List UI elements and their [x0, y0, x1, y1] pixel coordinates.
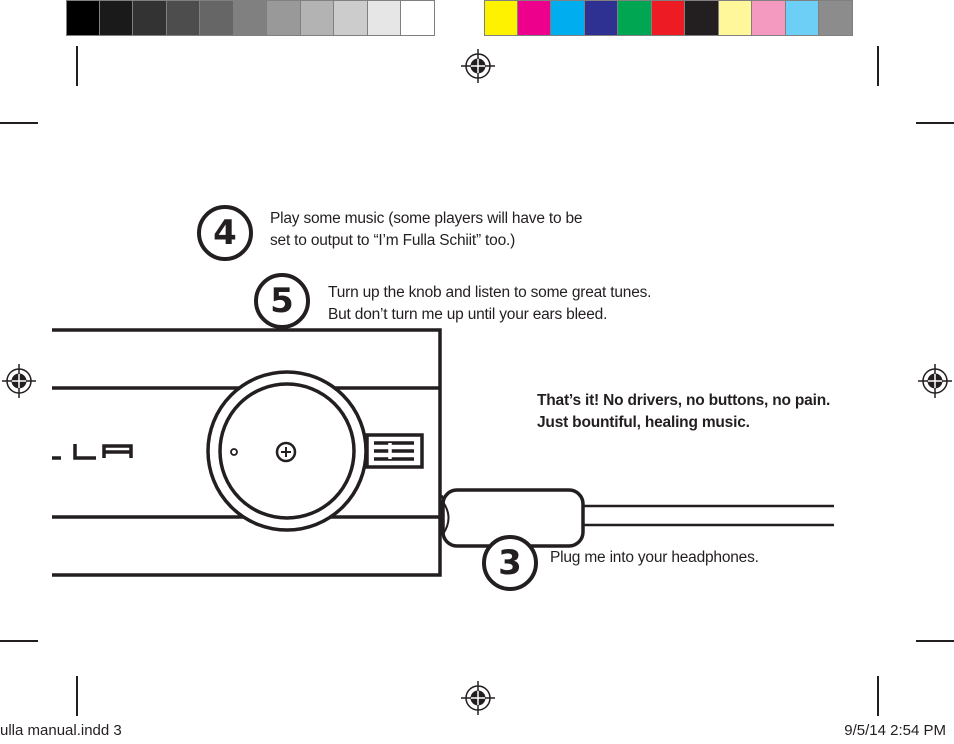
process-swatch-1: [484, 0, 518, 36]
gray-swatch-10: [367, 0, 401, 36]
gray-swatch-5: [200, 0, 234, 36]
headphone-cable: [582, 504, 834, 527]
crop-mark-bottom-right-horizontal: [916, 640, 954, 642]
gray-swatch-4: [166, 0, 200, 36]
process-swatch-11: [819, 0, 853, 36]
process-swatch-2: [517, 0, 551, 36]
process-swatch-8: [718, 0, 752, 36]
process-color-bar: [484, 0, 853, 38]
gray-swatch-9: [334, 0, 368, 36]
crop-mark-top-left-vertical: [76, 46, 78, 86]
grayscale-color-bar: [66, 0, 435, 38]
process-swatch-6: [651, 0, 685, 36]
step-4-badge: 4: [197, 205, 253, 261]
step-5-badge: 5: [254, 273, 310, 329]
gray-swatch-6: [233, 0, 267, 36]
step-3-text: Plug me into your headphones.: [550, 549, 759, 566]
closing-note: That’s it! No drivers, no buttons, no pa…: [537, 392, 831, 431]
device-wordmark: [52, 444, 133, 460]
registration-mark-top: [461, 49, 495, 83]
process-swatch-10: [785, 0, 819, 36]
gray-swatch-7: [267, 0, 301, 36]
led-indicator-icon: [275, 441, 297, 463]
step-4-text: Play some music (some players will have …: [270, 210, 583, 249]
gray-swatch-1: [66, 0, 100, 36]
registration-mark-bottom: [461, 681, 495, 715]
gray-swatch-8: [300, 0, 334, 36]
crop-mark-top-left-horizontal: [0, 122, 38, 124]
crop-mark-bottom-left-vertical: [76, 676, 78, 716]
knob-indicator-dot: [230, 448, 238, 456]
registration-mark-right: [918, 364, 952, 398]
process-swatch-7: [685, 0, 719, 36]
gray-swatch-3: [133, 0, 167, 36]
process-swatch-9: [752, 0, 786, 36]
crop-mark-top-right-vertical: [877, 46, 879, 86]
gray-swatch-11: [401, 0, 435, 36]
step-3-badge: 3: [482, 535, 538, 591]
registration-mark-left: [2, 364, 36, 398]
headphone-plug: [440, 488, 585, 548]
gray-swatch-2: [99, 0, 133, 36]
crop-mark-top-right-horizontal: [916, 122, 954, 124]
schiit-logo-icon: [365, 433, 424, 469]
crop-mark-bottom-right-vertical: [877, 676, 879, 716]
slug-timestamp: 9/5/14 2:54 PM: [844, 722, 946, 739]
slug-filename: ulla manual.indd 3: [0, 722, 122, 739]
process-swatch-3: [551, 0, 585, 36]
process-swatch-5: [618, 0, 652, 36]
step-5-text: Turn up the knob and listen to some grea…: [328, 284, 652, 323]
crop-mark-bottom-left-horizontal: [0, 640, 38, 642]
process-swatch-4: [584, 0, 618, 36]
